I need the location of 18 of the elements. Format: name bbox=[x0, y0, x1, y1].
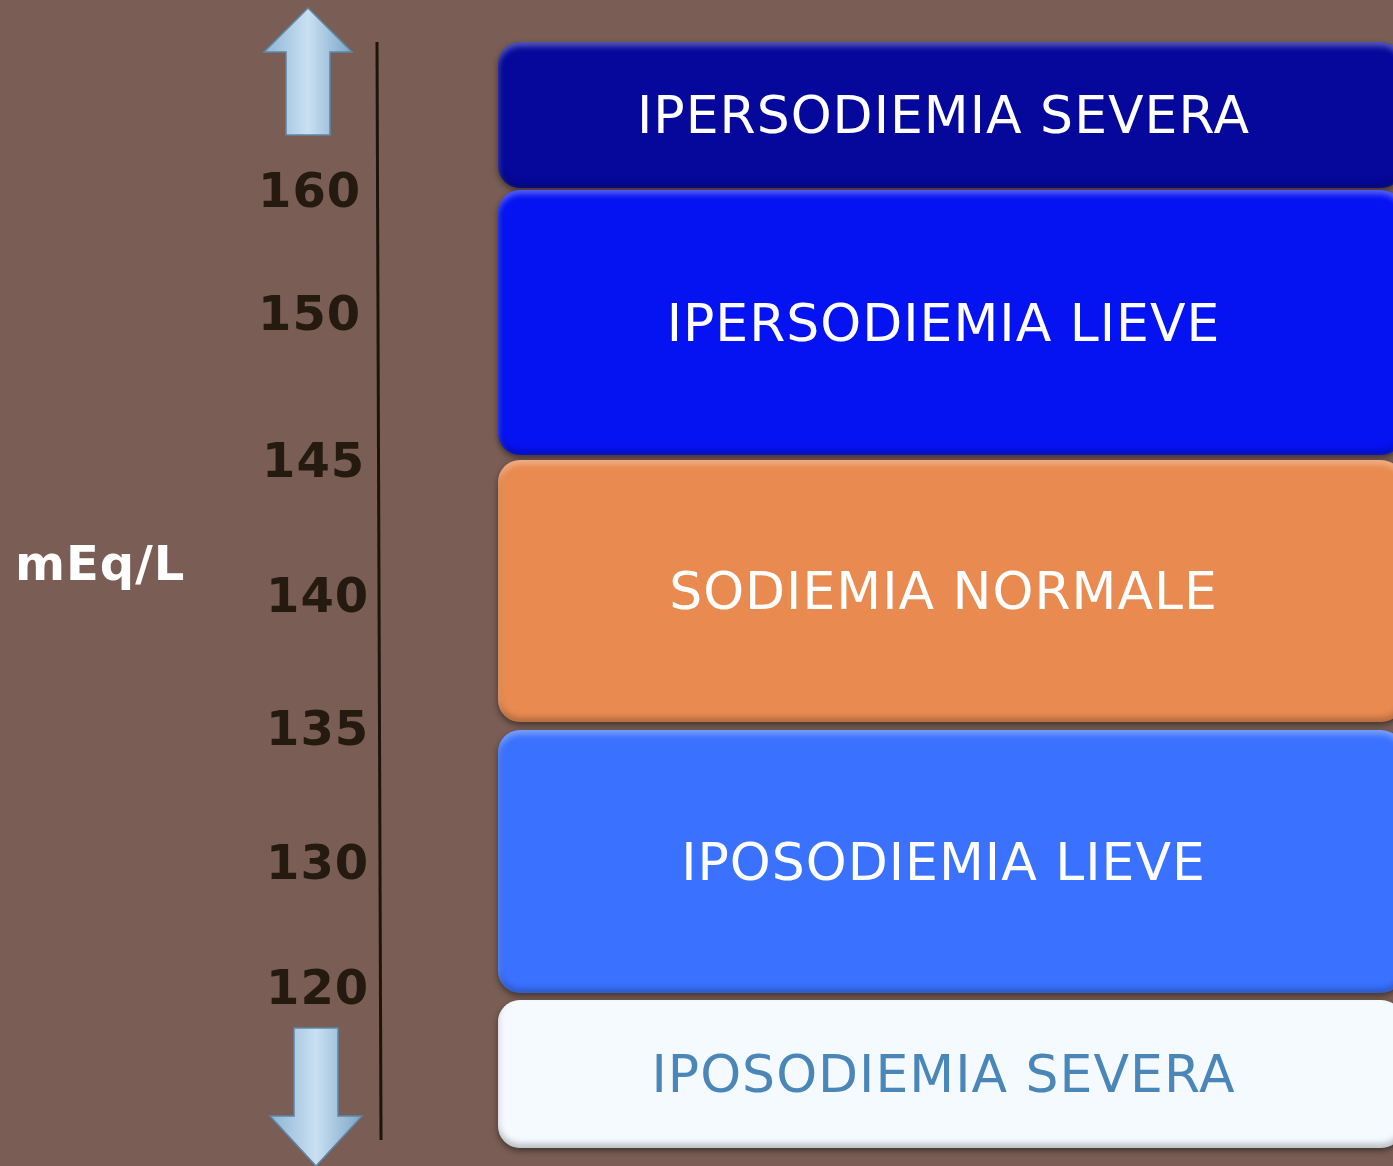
axis-tick-label: 150 bbox=[258, 285, 362, 341]
axis-tick-label: 145 bbox=[262, 432, 366, 488]
range-band bbox=[498, 1000, 1393, 1148]
axis-tick-label: 135 bbox=[266, 700, 370, 756]
axis-tick-label: 120 bbox=[266, 959, 370, 1015]
range-label: IPOSODIEMIA LIEVE bbox=[681, 831, 1207, 892]
axis-unit-label: mEq/L bbox=[15, 535, 186, 591]
range-band bbox=[498, 730, 1393, 993]
axis-tick-label: 160 bbox=[258, 162, 362, 218]
range-label: IPOSODIEMIA SEVERA bbox=[651, 1044, 1237, 1104]
axis-tick-label: 140 bbox=[266, 567, 370, 623]
range-label: IPERSODIEMIA SEVERA bbox=[636, 85, 1251, 145]
range-label: IPERSODIEMIA LIEVE bbox=[666, 292, 1222, 353]
range-band bbox=[498, 190, 1393, 455]
axis-tick-label: 130 bbox=[266, 834, 370, 890]
range-band bbox=[498, 42, 1393, 188]
range-band bbox=[498, 460, 1393, 722]
range-label: SODIEMIA NORMALE bbox=[669, 561, 1219, 621]
